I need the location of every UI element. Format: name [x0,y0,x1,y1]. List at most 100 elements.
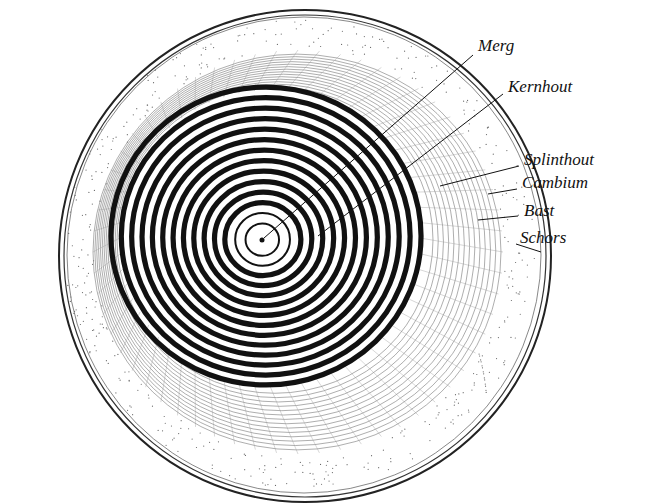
bast-dot [490,337,491,338]
medullary-ray [370,102,435,128]
bast-dot [276,21,277,22]
bast-dot [157,76,158,77]
bast-dot [512,278,513,279]
bast-dot [238,35,239,36]
bast-dot [436,80,437,81]
bast-dot [246,27,247,28]
bast-dot [410,453,411,454]
heartwood-ring [194,171,334,305]
bast-dot [445,427,446,428]
sapwood-ring [104,69,470,424]
bast-dot [458,415,459,416]
bast-dot [78,257,79,258]
bast-dot [312,473,313,474]
bast-dot [213,449,214,450]
bast-dot [178,433,179,434]
bast-dot [219,58,220,59]
bast-dot [458,393,459,394]
bast-dot [70,296,71,297]
bast-dot [209,442,210,443]
leader-line [488,189,517,194]
bast-dot [506,193,507,194]
bast-dot [453,423,454,424]
medullary-ray [413,284,493,315]
bast-dot [447,71,448,72]
bast-dot [164,416,165,417]
bast-dot [239,35,240,36]
bast-dot [412,78,413,79]
bast-dot [506,150,507,151]
bast-dot [265,484,266,485]
bast-dot [82,292,83,293]
bast-dot [516,199,517,200]
bast-dot [414,72,415,73]
medullary-ray [358,89,418,119]
bast-dot [484,377,485,378]
bast-dot [367,462,368,463]
bast-dot [485,390,486,391]
bast-dot [84,282,85,283]
bast-dot [245,455,246,456]
leader-line [318,94,503,236]
bast-dot [90,224,91,225]
bast-dot [224,57,225,58]
bast-dot [196,44,197,45]
bast-dot [136,108,137,109]
bast-dot [368,469,369,470]
bast-dot [476,374,477,375]
sapwood-ring [111,79,448,406]
medullary-ray [407,298,485,334]
bast-dot [75,287,76,288]
medullary-ray [345,77,401,110]
bast-dot [76,309,77,310]
bast-dot [518,252,519,253]
bast-dot [383,450,384,451]
bast-dot [133,114,134,115]
bast-dot [305,20,306,21]
bast-dot [147,105,148,106]
bast-dot [455,394,456,395]
bast-dot [72,284,73,285]
bast-dot [264,465,265,466]
bast-dot [309,46,310,47]
bast-dot [412,458,413,459]
bast-dot [436,65,437,66]
bast-dot [223,58,224,59]
bast-dot [115,137,116,138]
bast-dot [203,445,204,446]
bast-dot [203,47,204,48]
bast-dot [511,270,512,271]
bast-dot [155,91,156,92]
bast-dot [280,458,281,459]
bast-dot [94,345,95,346]
bast-dot [129,405,130,406]
bast-dot [483,373,484,374]
bast-dot [78,266,79,267]
bast-dot [265,29,266,30]
bast-dot [275,485,276,486]
bast-dot [70,301,71,302]
bast-dot [388,469,389,470]
bast-dot [515,262,516,263]
bast-dot [438,414,439,415]
bast-dot [499,327,500,328]
leader-line [264,55,473,238]
medullary-ray [286,385,320,453]
pith [260,238,265,243]
bast-dot [83,268,84,269]
bast-dot [352,50,353,51]
bast-dot [275,467,276,468]
bast-dot [107,328,108,329]
medullary-ray [358,358,418,416]
bast-dot [92,299,93,300]
medullary-ray [417,207,499,210]
bast-dot [302,465,303,466]
bast-dot [387,47,388,48]
bast-dot [511,300,512,301]
bast-dot [476,100,477,101]
bast-dot [85,294,86,295]
bast-dot [152,94,153,95]
bast-dot [90,150,91,151]
bast-dot [328,480,329,481]
bast-dot [456,399,457,400]
